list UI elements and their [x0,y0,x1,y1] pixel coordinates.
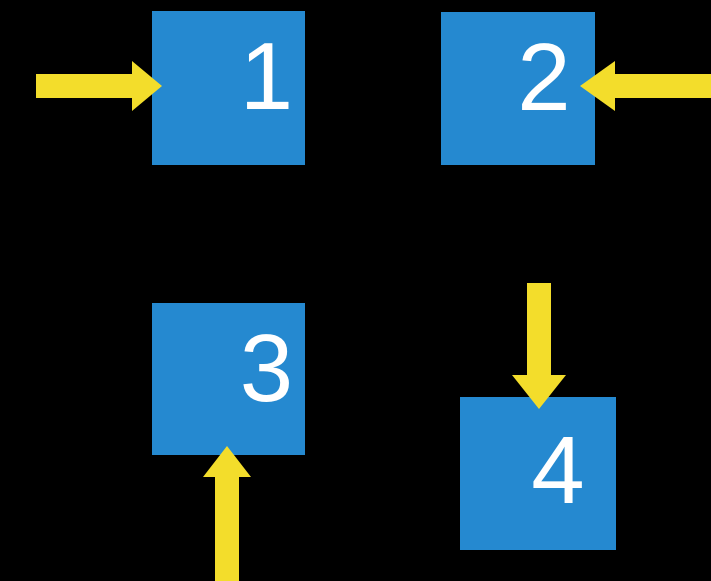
node-label-3: 3 [239,315,294,422]
arrow-left-icon [580,61,711,111]
node-box-2[interactable] [441,12,595,165]
node-box-1[interactable] [152,11,305,165]
node-label-1: 1 [239,23,294,130]
arrow-right-icon [36,61,162,111]
arrow-down-icon [512,283,566,409]
node-box-4[interactable] [460,397,616,550]
node-box-3[interactable] [152,303,305,455]
arrow-up-icon [203,446,251,581]
node-label-4: 4 [531,417,585,524]
node-label-2: 2 [517,24,571,131]
